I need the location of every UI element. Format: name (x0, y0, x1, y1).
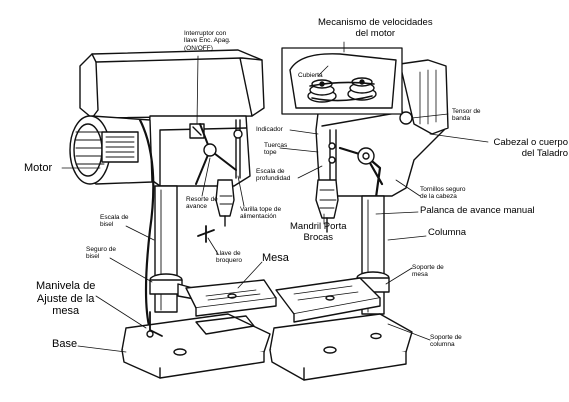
label-soporte-columna: Soporte de columna (430, 334, 462, 349)
label-indicador: Indicador (256, 126, 283, 133)
label-tornillos-seguro: Tornillos seguro de la cabeza (420, 186, 466, 201)
label-cabezal: Cabezal o cuerpo del Taladro (493, 137, 568, 159)
right-table (275, 277, 381, 323)
label-varilla-tope: Varilla tope de alimentación (240, 206, 282, 221)
left-chuck (215, 179, 235, 217)
right-drill-press (269, 59, 449, 381)
right-base (269, 313, 413, 381)
left-drill-press (69, 49, 277, 379)
label-mecanismo-velocidades: Mecanismo de velocidades del motor (318, 17, 433, 39)
label-manivela: Manivela de Ajuste de la mesa (36, 280, 96, 318)
label-soporte-mesa: Soporte de mesa (412, 264, 444, 279)
label-resorte-avance: Resorte de avance (186, 196, 218, 211)
label-escala-profundidad: Escala de profundidad (256, 168, 291, 183)
leader-lines (61, 41, 489, 353)
left-crank (149, 311, 163, 337)
left-base (121, 313, 271, 379)
label-base: Base (52, 338, 78, 350)
label-seguro-bisel: Seguro de bisel (86, 246, 116, 261)
label-mandril: Mandril Porta Brocas (290, 221, 347, 243)
right-chuck (315, 179, 339, 219)
right-column (356, 195, 390, 315)
left-table (185, 279, 277, 317)
label-motor: Motor (24, 162, 53, 174)
label-llave-broquero: Llave de broquero (216, 250, 243, 265)
left-belt-cover (79, 49, 265, 119)
left-power-cord (138, 118, 155, 332)
label-palanca-avance: Palanca de avance manual (420, 205, 535, 216)
label-escala-bisel: Escala de bisel (100, 214, 129, 229)
left-motor (69, 115, 153, 185)
left-column (149, 185, 183, 313)
label-columna: Columna (428, 227, 467, 238)
label-tuercas-tope: Tuercas tope (264, 142, 288, 157)
pulley-inset (281, 47, 403, 115)
label-cubierta: Cubierta (298, 72, 323, 79)
label-mesa: Mesa (262, 252, 289, 264)
left-chuck-key (197, 225, 215, 243)
label-tensor-banda: Tensor de banda (452, 108, 481, 123)
label-interruptor: Interruptor con llave Enc. Apag. (ON/OFF… (184, 30, 231, 52)
